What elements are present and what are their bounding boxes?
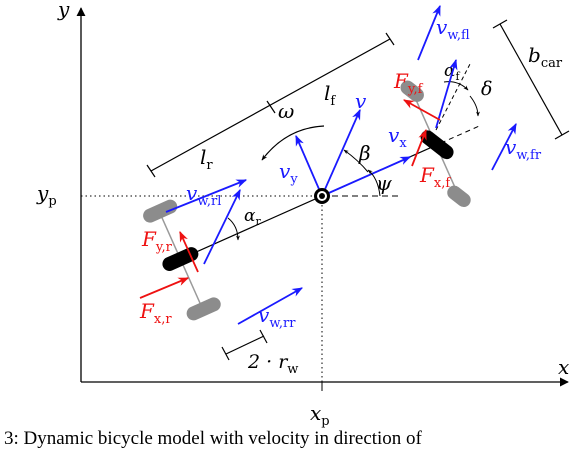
car-body: [143, 80, 483, 321]
center-of-gravity-dot: [319, 193, 325, 199]
alpha-r-label: αr: [244, 206, 261, 228]
figure-caption: 3: Dynamic bicycle model with velocity i…: [4, 428, 422, 449]
lr-tick-start: [146, 164, 156, 178]
lf-dimension-line: [150, 38, 391, 172]
force-fxf-arrow: [411, 128, 427, 167]
velocity-vx-arrow: [321, 156, 411, 197]
bcar-tick-top: [492, 19, 508, 29]
delta-arc: [469, 95, 480, 117]
v-w-fl-label: vw,fl: [436, 15, 470, 43]
bcar-tick-bottom: [554, 130, 570, 140]
bcar-dimension-line: [499, 23, 563, 136]
lr-label: lr: [200, 145, 213, 173]
wheel-velocity-fr-arrow: [491, 123, 517, 171]
wheel-velocity-rear-arrow: [203, 189, 241, 265]
psi-label: ψ: [376, 171, 392, 195]
steer-direction-line: [435, 63, 471, 131]
velocity-v-arrow: [321, 109, 361, 197]
rw-dimension-line: [225, 335, 265, 355]
fxf-label: Fx,f: [419, 163, 451, 191]
delta-label: δ: [481, 78, 492, 100]
yp-label: yp: [36, 181, 57, 209]
rw-label: 2 · rw: [247, 351, 298, 377]
wheel-rear-left: [143, 199, 178, 223]
lf-tick-end: [385, 32, 395, 46]
force-fxr-arrow: [139, 277, 189, 299]
vx-label: vx: [388, 123, 407, 151]
xp-label: xp: [310, 401, 330, 429]
omega-label: ω: [278, 99, 294, 123]
alpha-f-arc: [443, 81, 469, 91]
force-fyf-arrow: [403, 99, 441, 121]
wheel-front-bicycle: [420, 130, 454, 160]
wheel-front-right: [447, 185, 471, 208]
wheel-velocity-fl-arrow: [417, 4, 441, 61]
rw-tick-left: [221, 346, 230, 361]
y-axis-label: y: [57, 0, 70, 21]
v-w-fr-label: vw,fr: [505, 135, 542, 163]
omega-arc: [261, 125, 325, 161]
v-w-rl-label: vw,rl: [186, 181, 221, 209]
fyf-label: Fy,f: [393, 69, 424, 97]
x-axis-label: x: [558, 355, 569, 379]
wheel-rear-right: [186, 297, 221, 321]
v-label: v: [355, 89, 367, 113]
lf-label: lf: [324, 81, 336, 109]
psi-arc: [367, 169, 381, 197]
bcar-label: bcar: [528, 43, 563, 71]
wheel-velocity-rr-arrow: [237, 287, 303, 325]
velocity-vy-arrow: [295, 135, 323, 197]
alpha-r-arc: [227, 217, 240, 241]
rw-tick-right: [259, 329, 268, 344]
wheel-velocity-rl-arrow: [165, 179, 248, 213]
heading-extension: [440, 124, 483, 144]
force-fyr-arrow: [179, 231, 199, 273]
beta-arc: [343, 149, 369, 173]
fyr-label: Fy,r: [141, 227, 173, 255]
fxr-label: Fx,r: [139, 299, 172, 327]
beta-label: β: [358, 141, 371, 165]
vy-label: vy: [279, 159, 298, 187]
wheel-velocity-front-arrow: [435, 58, 458, 129]
wheel-front-left: [400, 80, 424, 102]
lf-lr-tick: [266, 100, 276, 114]
v-w-rr-label: vw,rr: [258, 303, 296, 331]
